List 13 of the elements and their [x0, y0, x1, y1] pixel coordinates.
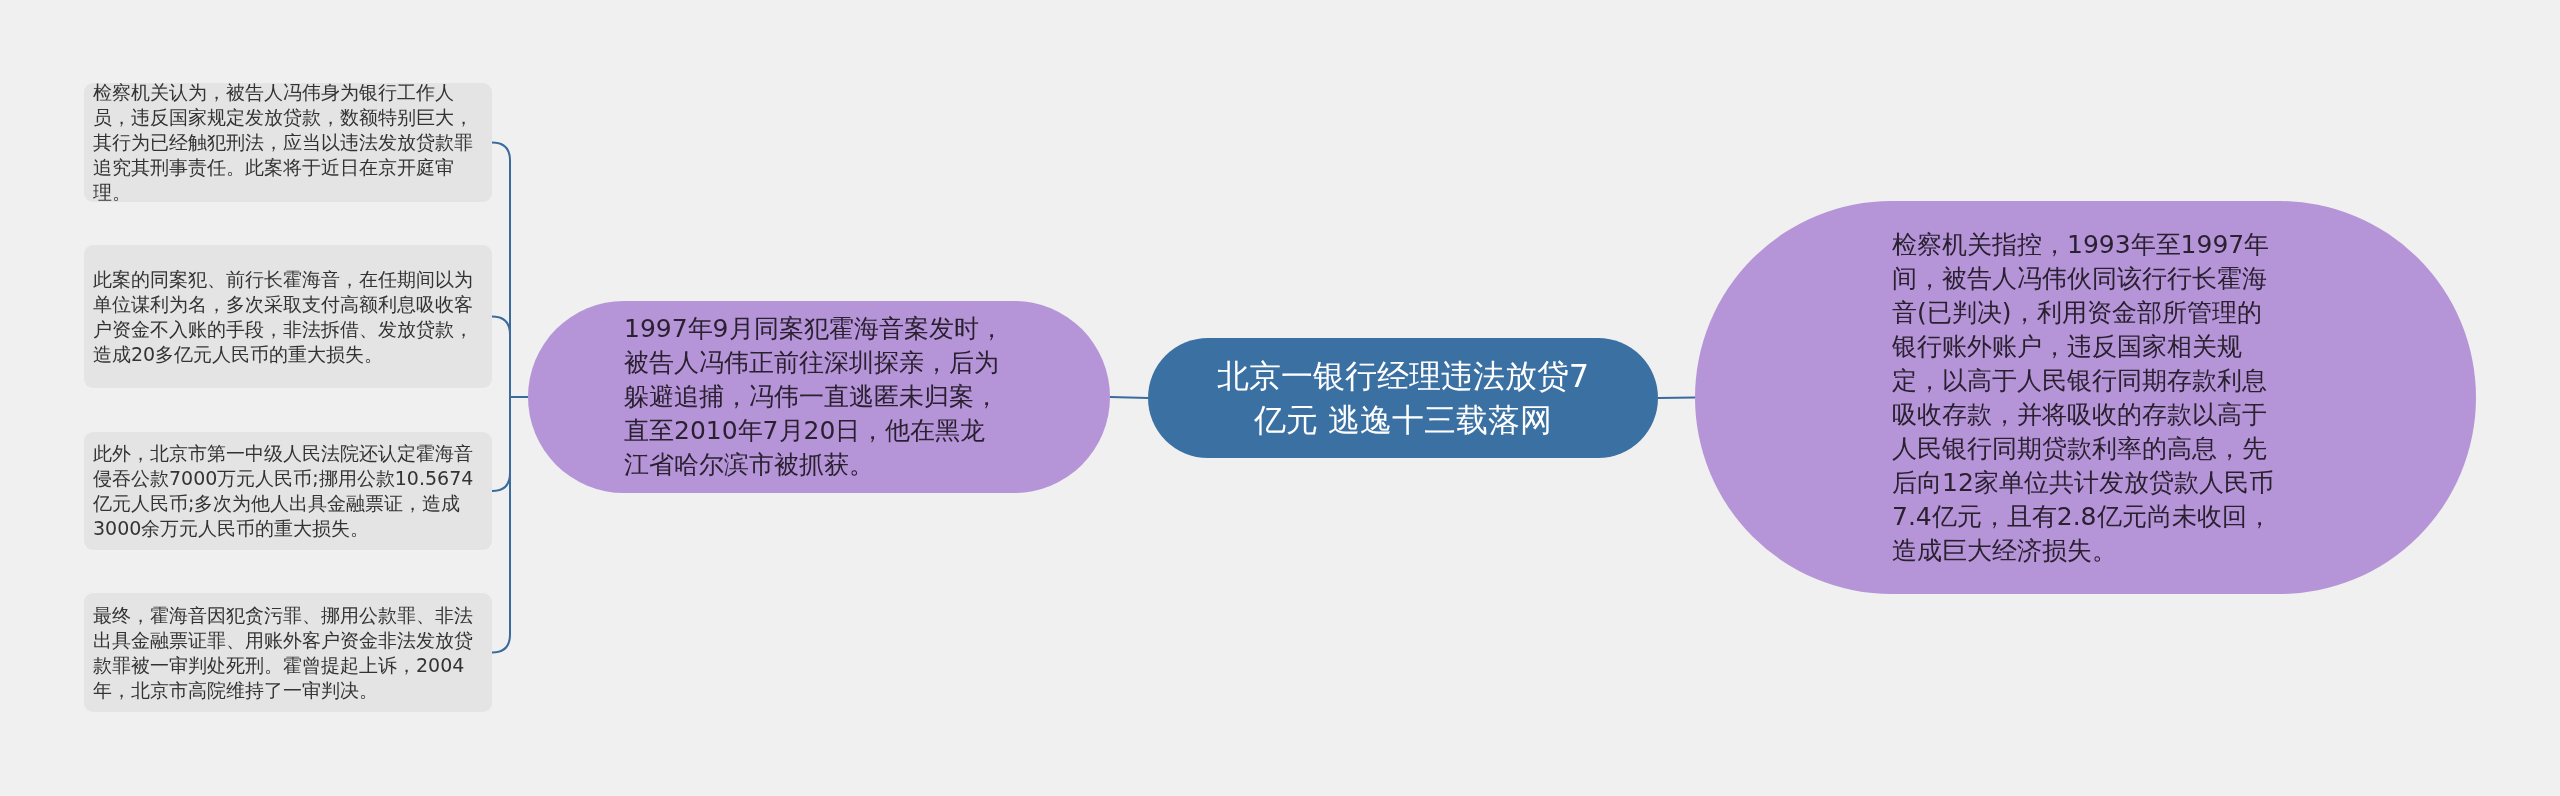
topic-text: 检察机关指控，1993年至1997年间，被告人冯伟伙同该行行长霍海音(已判决)，利用资金部所管理的银行账外账户，违反国家相关规定，以高于人民银行同期存款利息吸收存款，并将吸收的存款以高于人民银行同期贷款利率的高息，先后向12家单位共计发放贷款人民币7.4亿元，且有2.8亿元尚未收回，造成巨大经济损失。 [1892, 228, 2274, 567]
note-text: 最终，霍海音因犯贪污罪、挪用公款罪、非法出具金融票证罪、用账外客户资金非法发放贷款罪被一审判处死刑。霍曾提起上诉，2004年，北京市高院维持了一审判决。 [93, 602, 474, 703]
topic-text: 北京一银行经理违法放贷7亿元 逃逸十三载落网 [1215, 356, 1591, 441]
topic-text: 1997年9月同案犯霍海音案发时，被告人冯伟正前往深圳探亲，后为躲避追捕，冯伟一直逃匿未归案，直至2010年7月20日，他在黑龙江省哈尔滨市被抓获。 [624, 313, 1005, 481]
note-card [84, 245, 492, 388]
connector-line [1657, 396, 1696, 399]
note-card [84, 593, 492, 712]
connector-line [1109, 396, 1149, 399]
note-text: 检察机关认为，被告人冯伟身为银行工作人员，违反国家规定发放贷款，数额特别巨大，其行为已经触犯刑法，应当以违法发放贷款罪追究其刑事责任。此案将于近日在京开庭审理。 [93, 80, 474, 205]
connector-line [491, 396, 529, 654]
note-text: 此外，北京市第一中级人民法院还认定霍海音侵吞公款7000万元人民币;挪用公款10.5674亿元人民币;多次为他人出具金融票证，造成3000余万元人民币的重大损失。 [93, 441, 475, 541]
note-card [84, 432, 492, 550]
note-text: 此案的同案犯、前行长霍海音，在任期间以为单位谋利为名，多次采取支付高额利息吸收客户资金不入账的手段，非法拆借、发放贷款，造成20多亿元人民币的重大损失。 [93, 266, 474, 367]
